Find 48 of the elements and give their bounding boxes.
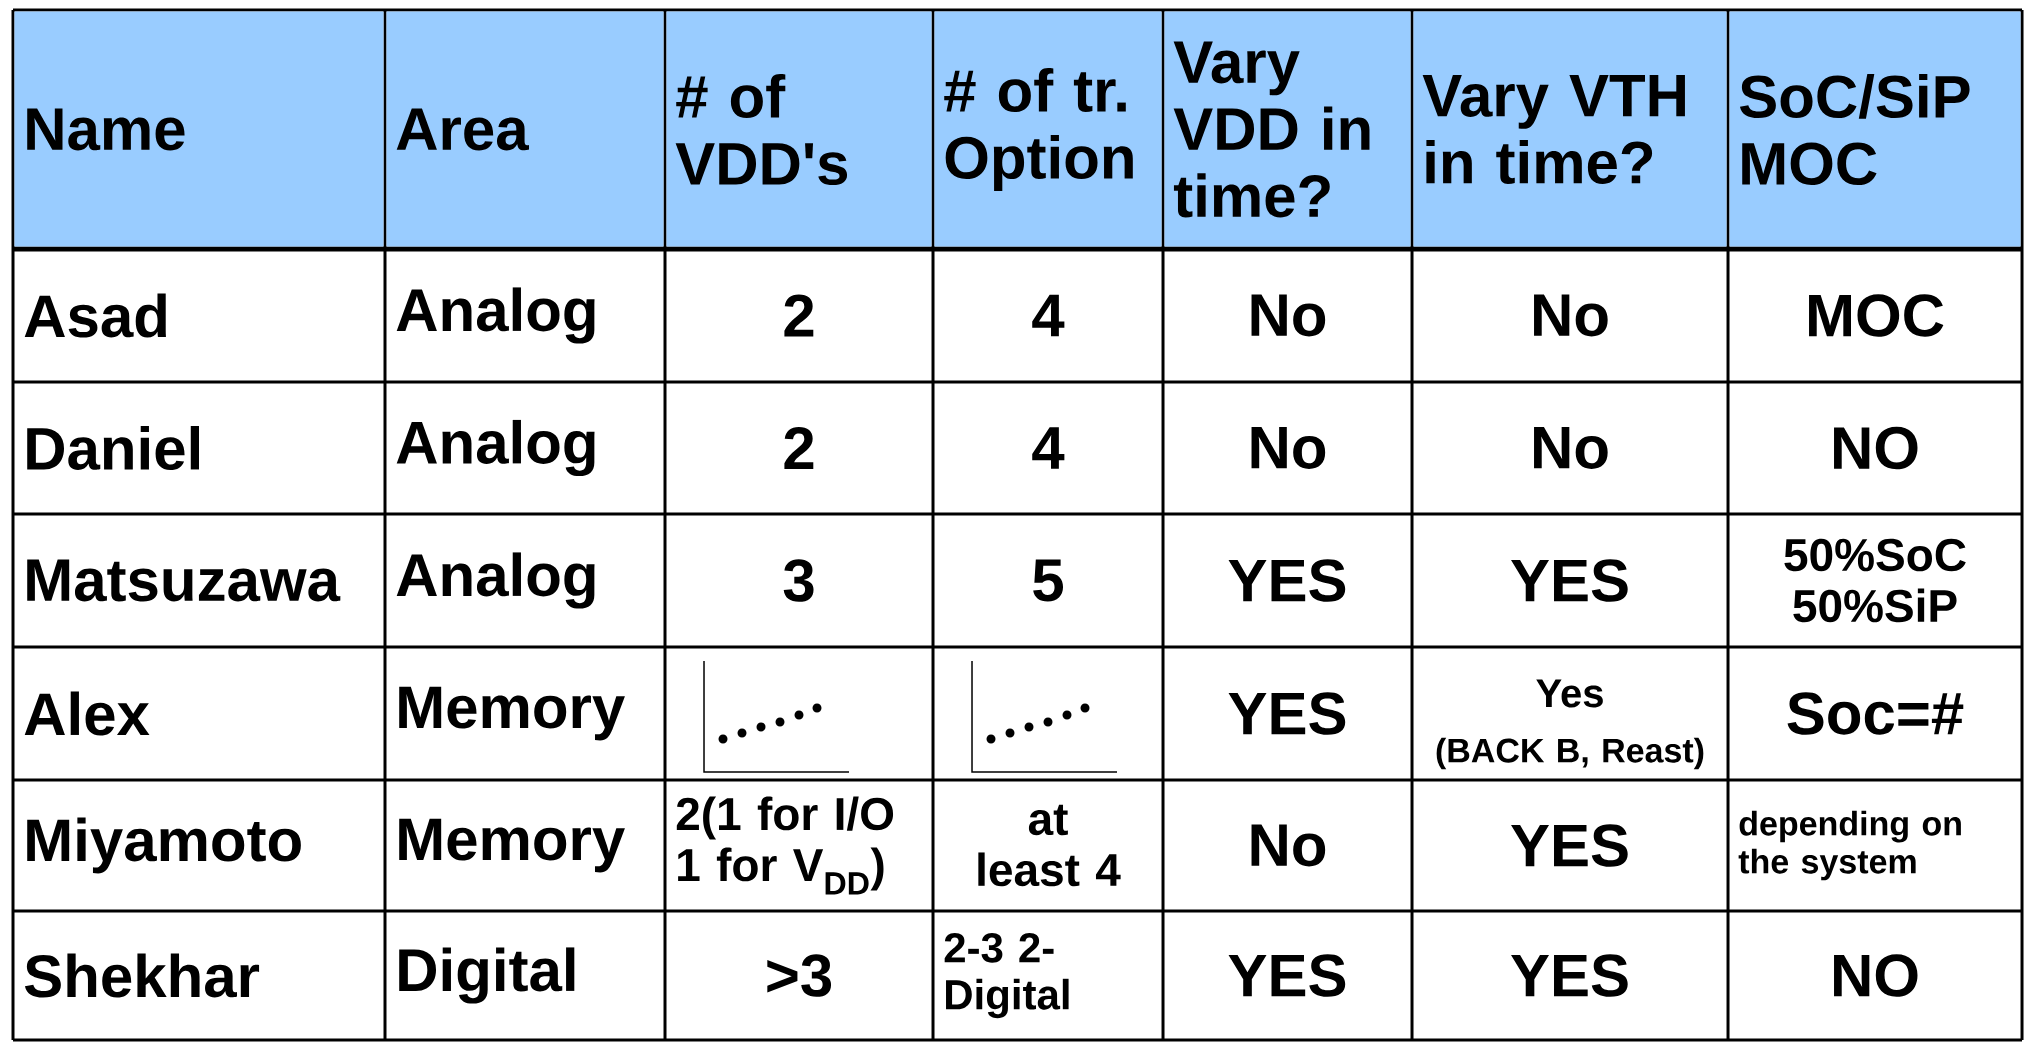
table-entry: YES (1511, 559, 1628, 602)
table-entry: Analog (396, 552, 595, 609)
table-entry: at least 4 (978, 804, 1121, 887)
row-label: Daniel (27, 426, 199, 471)
column-header: Area (386, 11, 664, 247)
table-entry: Memory (399, 818, 625, 873)
table-entry: No (1534, 427, 1608, 469)
table-entry: 4 (1032, 294, 1065, 337)
table-entry: YES (1228, 692, 1346, 735)
table-entry: Digital (399, 947, 575, 1004)
table-entry: YES (1511, 824, 1628, 867)
table-entry: >3 (767, 954, 832, 997)
table-entry: 5 (1033, 559, 1063, 602)
table-entry: NO (1834, 954, 1918, 997)
column-header: Vary VTH in time? (1413, 11, 1727, 247)
table-entry: depending on the system (1738, 810, 1961, 881)
table-entry: YES (1511, 954, 1628, 997)
row-label: Matsuzawa (27, 559, 341, 602)
column-header: # of tr. Option (934, 11, 1162, 247)
row-label: Alex (24, 691, 150, 736)
table-entry: Soc=# (1787, 692, 1964, 735)
column-header: Name (14, 11, 384, 247)
table-entry: MOC (1809, 294, 1944, 337)
table-entry: Yes (1536, 679, 1603, 708)
table-entry: No (1251, 824, 1326, 867)
table-entry: No (1251, 294, 1326, 337)
table-entry: 2 (784, 294, 814, 337)
table-entry: 3 (783, 559, 814, 602)
table-entry: 4 (1032, 427, 1065, 469)
table-entry: Analog (396, 419, 595, 477)
table-entry: No (1534, 294, 1608, 337)
table-entry: 2-3 2-Digital (944, 932, 1069, 1019)
table-note: (BACK B, Reast) (1436, 737, 1704, 770)
row-label: Shekhar (24, 953, 260, 998)
table-entry: No (1251, 427, 1326, 469)
table-entry: 50%SoC 50%SiP (1784, 538, 1966, 623)
table-entry: Memory (399, 686, 625, 741)
table-entry: Analog (396, 287, 595, 344)
table-entry: 2 (784, 427, 814, 469)
table-entry: YES (1228, 559, 1346, 602)
column-header: Vary VDD in time? (1164, 11, 1411, 247)
column-header: # of VDD's (666, 11, 932, 247)
table-entry: YES (1228, 954, 1346, 997)
table-entry: NO (1834, 426, 1918, 470)
row-label: Asad (24, 293, 166, 338)
table-entry: 2(1 for I/O 1 for V$_{DD}$) (676, 796, 894, 895)
column-header: SoC/SiP MOC (1729, 11, 2021, 247)
row-label: Miyamoto (27, 817, 301, 874)
